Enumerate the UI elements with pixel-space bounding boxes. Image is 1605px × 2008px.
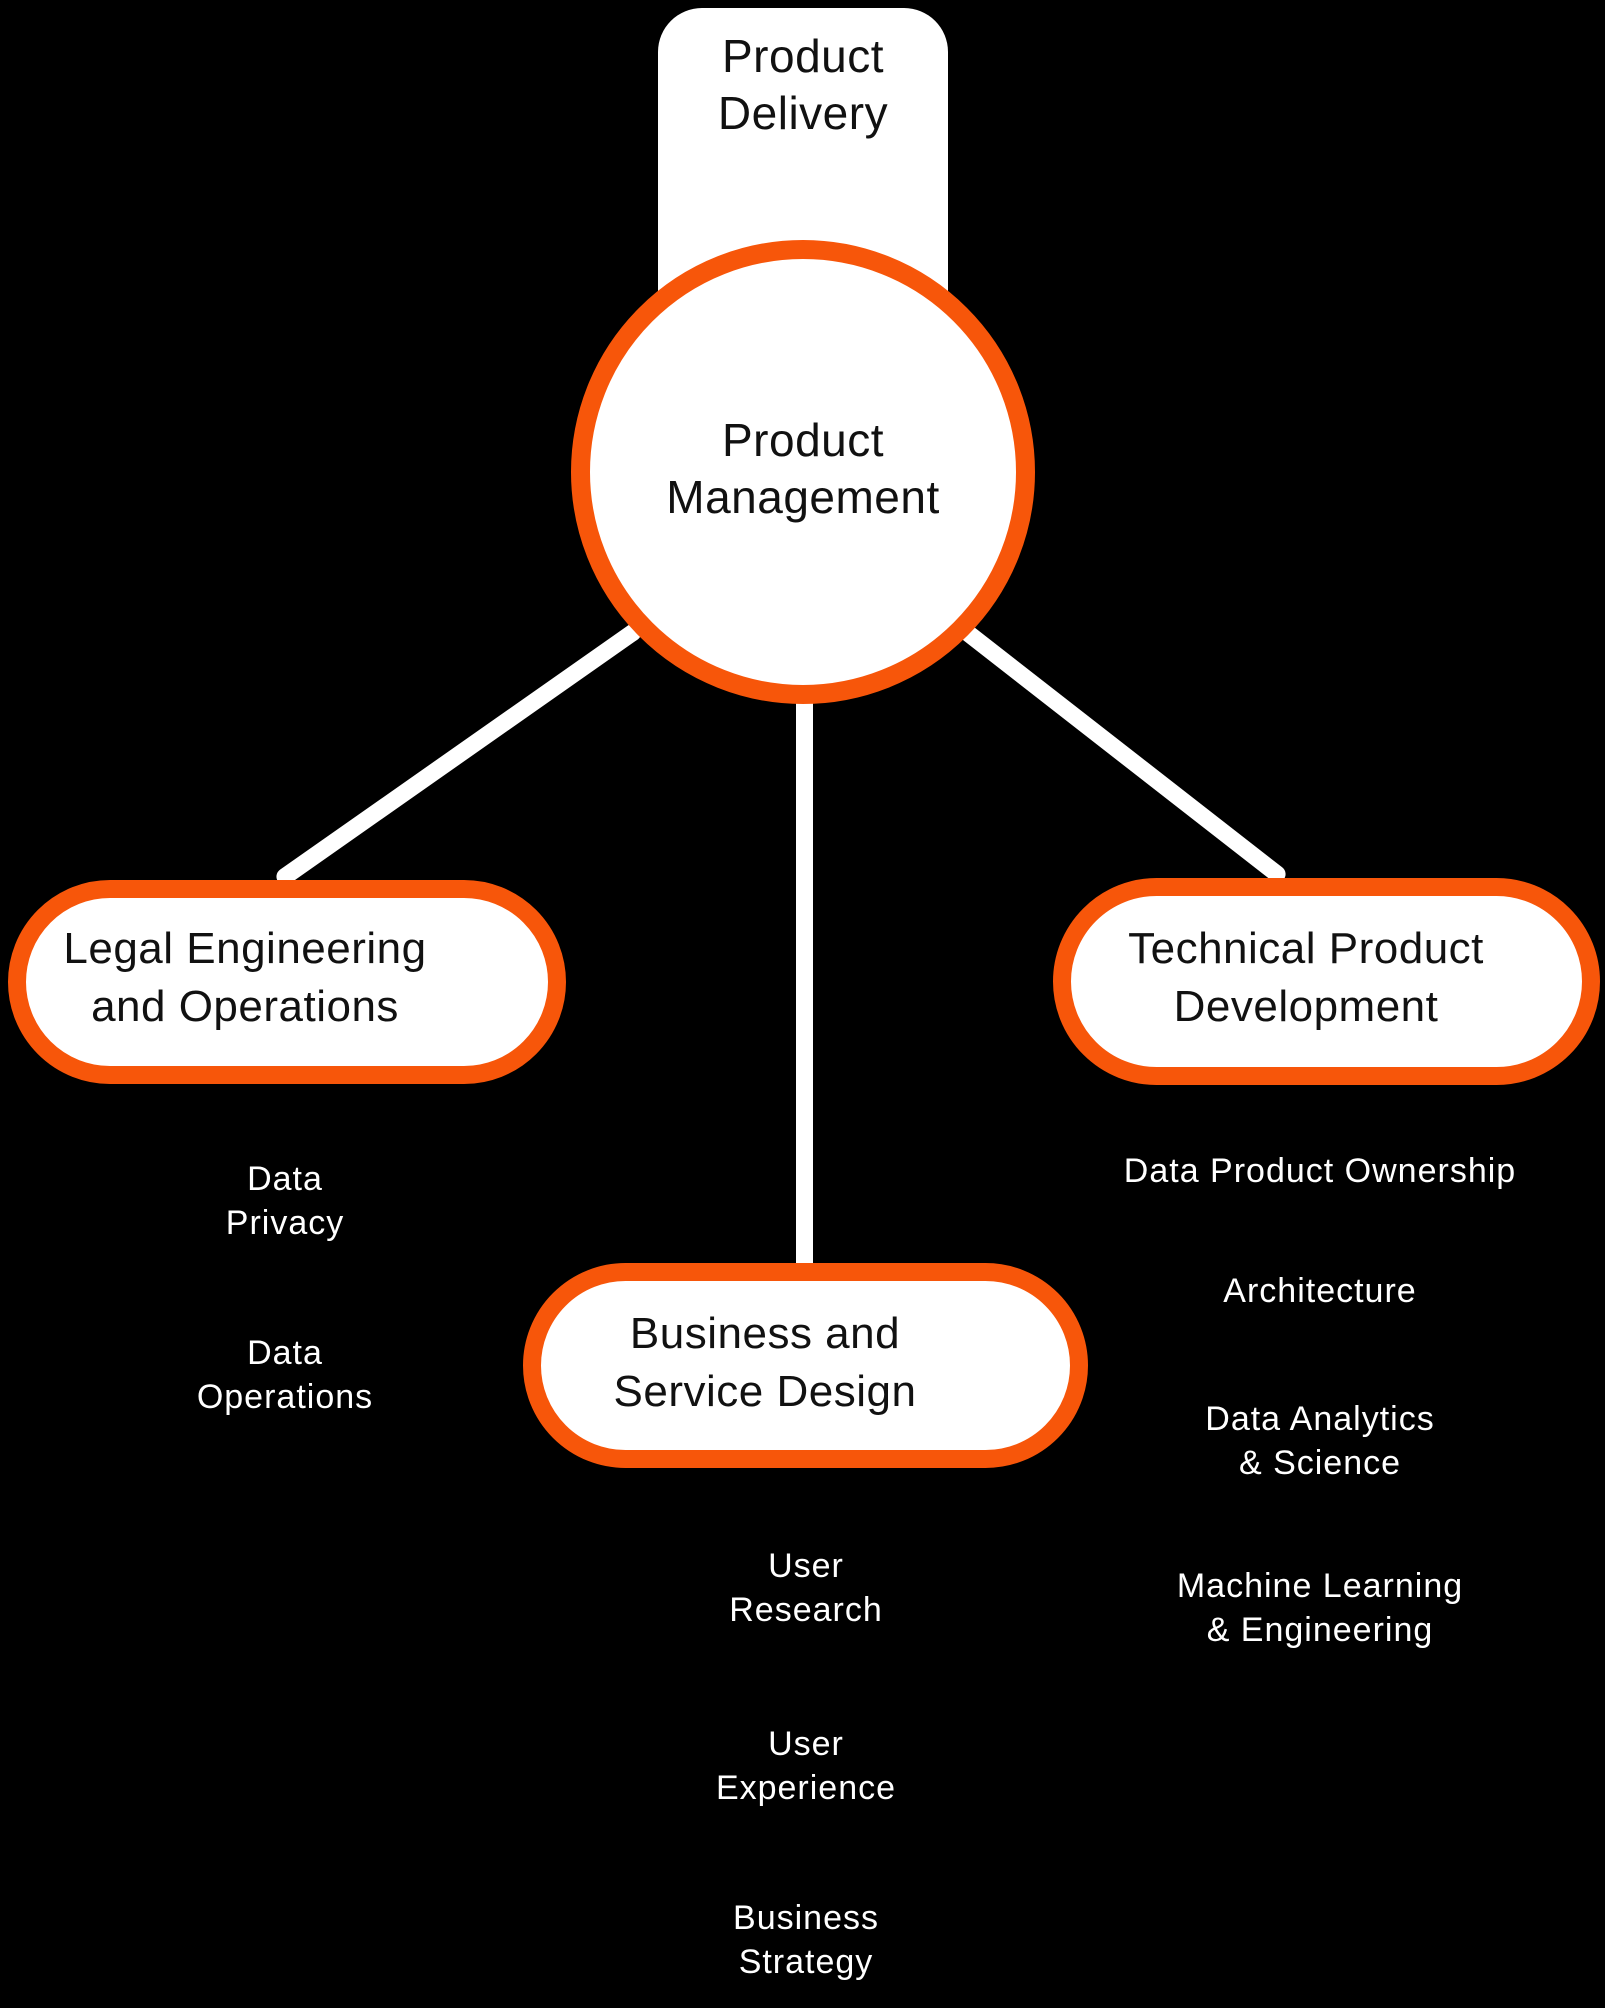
product-management-label: Product Management <box>553 412 1053 526</box>
technical-product-label: Technical Product Development <box>1026 920 1586 1036</box>
sub-label-data-privacy: Data Privacy <box>225 1160 345 1242</box>
connector-line-legal <box>273 620 645 889</box>
technical-product-line-1: Technical Product <box>1128 924 1484 973</box>
product-delivery-label: Product Delivery <box>658 28 948 142</box>
sub-label-data-analytics-science: Data Analytics & Science <box>1205 1400 1435 1482</box>
business-service-label: Business and Service Design <box>485 1305 1045 1421</box>
business-service-line-2: Service Design <box>613 1367 917 1416</box>
legal-engineering-label: Legal Engineering and Operations <box>0 920 505 1036</box>
connector-line-business <box>796 695 813 1275</box>
product-delivery-line-2: Delivery <box>717 87 889 139</box>
sub-label-machine-learning-engineering: Machine Learning & Engineering <box>1176 1567 1464 1649</box>
legal-engineering-line-2: and Operations <box>91 982 399 1031</box>
sub-label-business-strategy: Business Strategy <box>733 1899 879 1981</box>
legal-engineering-pill <box>8 880 566 1084</box>
sub-label-data-operations: Data Operations <box>196 1334 374 1416</box>
business-service-line-1: Business and <box>629 1309 901 1358</box>
sub-label-user-experience: User Experience <box>715 1725 897 1807</box>
sub-label-data-product-ownership: Data Product Ownership <box>1123 1152 1517 1190</box>
technical-product-line-2: Development <box>1173 982 1439 1031</box>
legal-engineering-line-1: Legal Engineering <box>63 924 427 973</box>
product-management-line-1: Product <box>721 414 885 466</box>
product-management-line-2: Management <box>666 471 940 523</box>
sub-label-user-research: User Research <box>729 1547 883 1629</box>
technical-product-pill <box>1053 878 1600 1085</box>
product-delivery-line-1: Product <box>721 30 885 82</box>
connector-line-technical <box>956 621 1289 887</box>
sub-label-architecture: Architecture <box>1223 1272 1417 1310</box>
